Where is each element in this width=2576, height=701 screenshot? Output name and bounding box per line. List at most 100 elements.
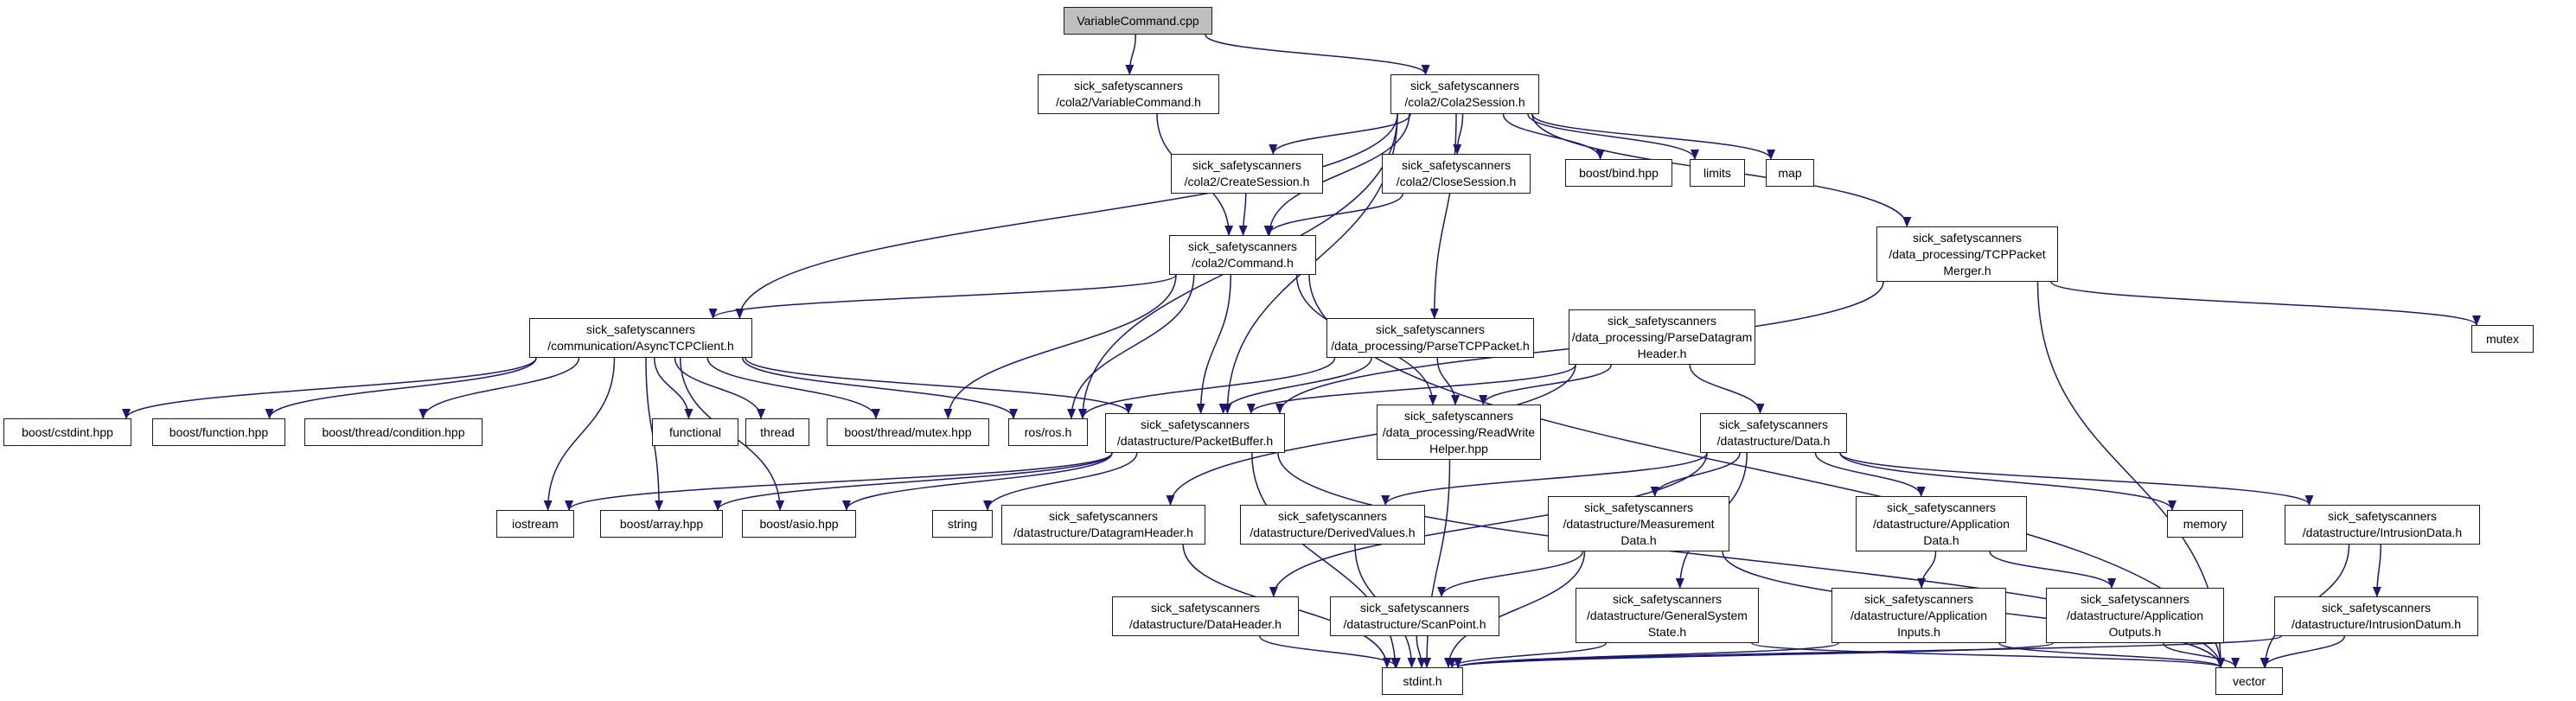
graph-node-applicationoutputs-h[interactable]: sick_safetyscanners/datastructure/Applic… (2046, 588, 2224, 643)
edge-data-h-to-applicationdata-h (1814, 452, 1926, 497)
graph-node-label: sick_safetyscanners (1886, 500, 1997, 514)
edge-intrusiondatum-h-to-vector (2260, 635, 2345, 668)
graph-node-label: Data.h (1923, 532, 1959, 547)
edge-scanpoint-h-to-stdint-h (1416, 635, 1426, 668)
edge-variablecommand-cpp-to-cola2session-h (1205, 34, 1430, 75)
edge-generalsystemstate-h-to-vector (1751, 642, 2225, 668)
edge-command-h-to-asynctcpclient-h (708, 274, 1177, 319)
edge-cola2session-h-to-map (1531, 113, 1775, 160)
graph-node-label: /data_processing/TCPPacket (1889, 246, 2046, 261)
graph-node-intrusiondatum-h[interactable]: sick_safetyscanners/datastructure/Intrus… (2274, 596, 2478, 636)
graph-node-limits: limits (1690, 159, 1745, 187)
graph-node-label: sick_safetyscanners (1192, 158, 1302, 172)
graph-node-boost-bind: boost/bind.hpp (1565, 159, 1672, 187)
graph-node-label: string (947, 516, 978, 531)
graph-node-label: boost/array.hpp (619, 516, 704, 531)
graph-node-label: sick_safetyscanners (1612, 591, 1723, 606)
edge-generalsystemstate-h-to-stdint-h (1448, 642, 1607, 668)
graph-node-applicationinputs-h[interactable]: sick_safetyscanners/datastructure/Applic… (1831, 588, 2006, 643)
edge-asynctcpclient-h-to-boost-thread-mutex (706, 357, 880, 419)
graph-node-label: Merger.h (1943, 263, 1991, 277)
graph-node-label: State.h (1647, 624, 1687, 639)
edge-packetbuffer-h-to-iostream (565, 452, 1113, 511)
graph-node-label: boost/thread/condition.hpp (322, 424, 465, 439)
graph-node-label: /cola2/CreateSession.h (1184, 175, 1310, 188)
graph-node-label: /datastructure/DataHeader.h (1129, 617, 1282, 631)
graph-node-cola2session-h[interactable]: sick_safetyscanners/cola2/Cola2Session.h (1390, 74, 1539, 114)
graph-node-readwritehelper-hpp[interactable]: sick_safetyscanners/data_processing/Read… (1377, 405, 1541, 460)
graph-node-label: sick_safetyscanners (2080, 591, 2190, 606)
graph-node-parsetcppacket-h[interactable]: sick_safetyscanners/data_processing/Pars… (1326, 318, 1534, 358)
graph-node-intrusiondata-h[interactable]: sick_safetyscanners/datastructure/Intrus… (2285, 505, 2480, 545)
graph-node-iostream: iostream (496, 510, 574, 538)
graph-node-data-h[interactable]: sick_safetyscanners/datastructure/Data.h (1700, 413, 1847, 453)
graph-node-label: /datastructure/GeneralSystem (1587, 608, 1748, 622)
graph-node-label: /datastructure/DerivedValues.h (1250, 526, 1416, 539)
graph-node-label: boost/bind.hpp (1579, 165, 1659, 180)
graph-node-label: boost/cstdint.hpp (22, 424, 113, 439)
edge-asynctcpclient-h-to-ros-ros-h (742, 357, 1018, 419)
graph-node-label: sick_safetyscanners (1607, 313, 1717, 328)
edge-command-h-to-ros-ros-h (1067, 274, 1195, 419)
graph-node-boost-asio: boost/asio.hpp (742, 510, 856, 538)
graph-node-label: /datastructure/IntrusionDatum.h (2291, 617, 2462, 631)
graph-node-label: limits (1703, 165, 1731, 180)
graph-node-parsedatagramheader-h[interactable]: sick_safetyscanners/data_processing/Pars… (1569, 309, 1755, 365)
graph-node-applicationdata-h[interactable]: sick_safetyscanners/datastructure/Applic… (1856, 496, 2027, 551)
graph-node-label: /datastructure/DatagramHeader.h (1013, 526, 1193, 539)
graph-node-tcppacketmerger-h[interactable]: sick_safetyscanners/data_processing/TCPP… (1876, 226, 2058, 282)
edge-asynctcpclient-h-to-packetbuffer-h (745, 357, 1133, 414)
graph-node-datagramheader-h[interactable]: sick_safetyscanners/datastructure/Datagr… (1001, 505, 1205, 545)
graph-node-label: /cola2/VariableCommand.h (1056, 95, 1201, 109)
graph-node-label: sick_safetyscanners (1403, 408, 1514, 423)
graph-node-mutex: mutex (2471, 325, 2534, 353)
graph-node-dataheader-h[interactable]: sick_safetyscanners/datastructure/DataHe… (1112, 596, 1299, 636)
graph-node-label: sick_safetyscanners (1073, 79, 1184, 92)
edge-cola2session-h-to-boost-bind (1502, 113, 1605, 160)
graph-node-closesession-h[interactable]: sick_safetyscanners/cola2/CloseSession.h (1382, 154, 1531, 194)
graph-node-command-h[interactable]: sick_safetyscanners/cola2/Command.h (1169, 235, 1316, 275)
edge-asynctcpclient-h-to-thread (674, 357, 766, 419)
edge-applicationdata-h-to-applicationoutputs-h (1989, 551, 2117, 589)
graph-node-measurementdata-h[interactable]: sick_safetyscanners/datastructure/Measur… (1548, 496, 1729, 551)
graph-node-label: /cola2/Command.h (1192, 256, 1294, 270)
graph-node-label: mutex (2485, 331, 2520, 346)
edge-packetbuffer-h-to-boost-array (713, 452, 1113, 511)
graph-node-label: /datastructure/Data.h (1716, 434, 1831, 448)
graph-node-label: Helper.hpp (1429, 441, 1488, 456)
edge-cola2session-h-to-parsetcppacket-h (1429, 113, 1457, 319)
graph-node-label: sick_safetyscanners (1359, 601, 1470, 615)
graph-node-packetbuffer-h[interactable]: sick_safetyscanners/datastructure/Packet… (1105, 413, 1285, 453)
graph-node-label: /cola2/Cola2Session.h (1404, 95, 1525, 109)
graph-node-variablecommand-h[interactable]: sick_safetyscanners/cola2/VariableComman… (1038, 74, 1219, 114)
graph-node-generalsystemstate-h[interactable]: sick_safetyscanners/datastructure/Genera… (1576, 588, 1759, 643)
graph-node-createsession-h[interactable]: sick_safetyscanners/cola2/CreateSession.… (1171, 154, 1323, 194)
edge-intrusiondata-h-to-intrusiondatum-h (2372, 544, 2381, 597)
graph-node-label: /datastructure/Application (1873, 516, 2010, 531)
edge-command-h-to-packetbuffer-h (1196, 274, 1231, 414)
graph-node-scanpoint-h[interactable]: sick_safetyscanners/datastructure/ScanPo… (1330, 596, 1499, 636)
graph-node-label: boost/asio.hpp (759, 516, 839, 531)
graph-node-functional: functional (652, 418, 738, 446)
graph-node-label: Header.h (1637, 346, 1687, 360)
graph-node-asynctcpclient-h[interactable]: sick_safetyscanners/communication/AsyncT… (529, 318, 752, 358)
edge-parsedatagramheader-h-to-readwritehelper-hpp (1479, 364, 1612, 405)
graph-node-label: iostream (512, 516, 559, 531)
graph-node-stdint-h: stdint.h (1382, 667, 1463, 695)
graph-node-label: memory (2183, 516, 2228, 531)
edge-closesession-h-to-command-h (1263, 193, 1403, 236)
edge-applicationdata-h-to-applicationinputs-h (1917, 551, 1937, 589)
graph-node-derivedvalues-h[interactable]: sick_safetyscanners/datastructure/Derive… (1240, 505, 1425, 545)
graph-node-label: sick_safetyscanners (1140, 417, 1250, 431)
edge-variablecommand-cpp-to-variablecommand-h (1125, 34, 1136, 75)
graph-node-label: Outputs.h (2108, 624, 2162, 639)
edge-asynctcpclient-h-to-functional (654, 357, 694, 419)
edge-command-h-to-boost-thread-mutex (943, 274, 1177, 419)
graph-node-label: map (1778, 165, 1802, 180)
edge-asynctcpclient-h-to-boost-function (265, 357, 537, 419)
graph-node-vector: vector (2215, 667, 2283, 695)
graph-node-label: VariableCommand.cpp (1077, 13, 1199, 28)
graph-node-label: sick_safetyscanners (1718, 417, 1829, 431)
graph-node-label: /data_processing/ParseDatagram (1571, 329, 1753, 344)
edge-applicationoutputs-h-to-vector (2163, 642, 2240, 668)
